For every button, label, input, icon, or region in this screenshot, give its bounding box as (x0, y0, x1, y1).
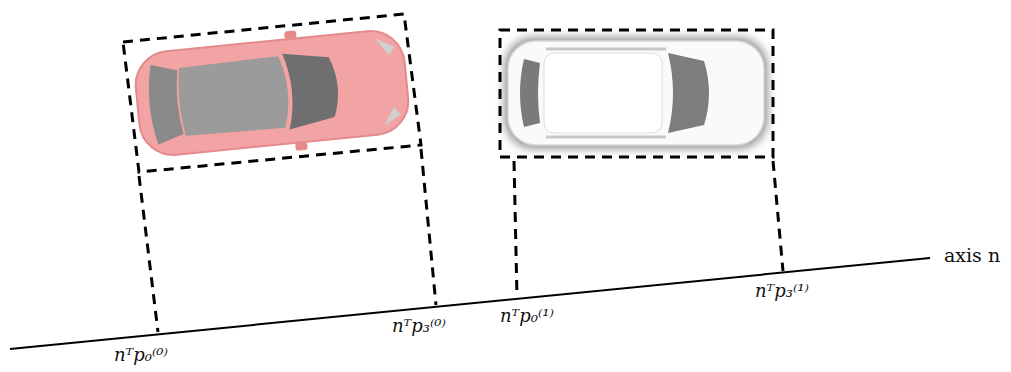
projection-line (139, 176, 158, 332)
bounding-box (500, 30, 773, 157)
projection-line (514, 161, 517, 297)
red-car (132, 20, 413, 166)
projection-line (773, 161, 783, 271)
white-car (504, 37, 768, 149)
axis-label: axis n (944, 244, 1000, 267)
projection-label: nᵀp₀⁽¹⁾ (500, 305, 554, 327)
axis-line (10, 258, 930, 349)
projection-label: nᵀp₃⁽⁰⁾ (392, 315, 446, 337)
projection-line (421, 149, 436, 305)
projection-label: nᵀp₃⁽¹⁾ (755, 280, 809, 302)
projection-label: nᵀp₀⁽⁰⁾ (114, 344, 168, 366)
bounding-box (123, 14, 421, 172)
